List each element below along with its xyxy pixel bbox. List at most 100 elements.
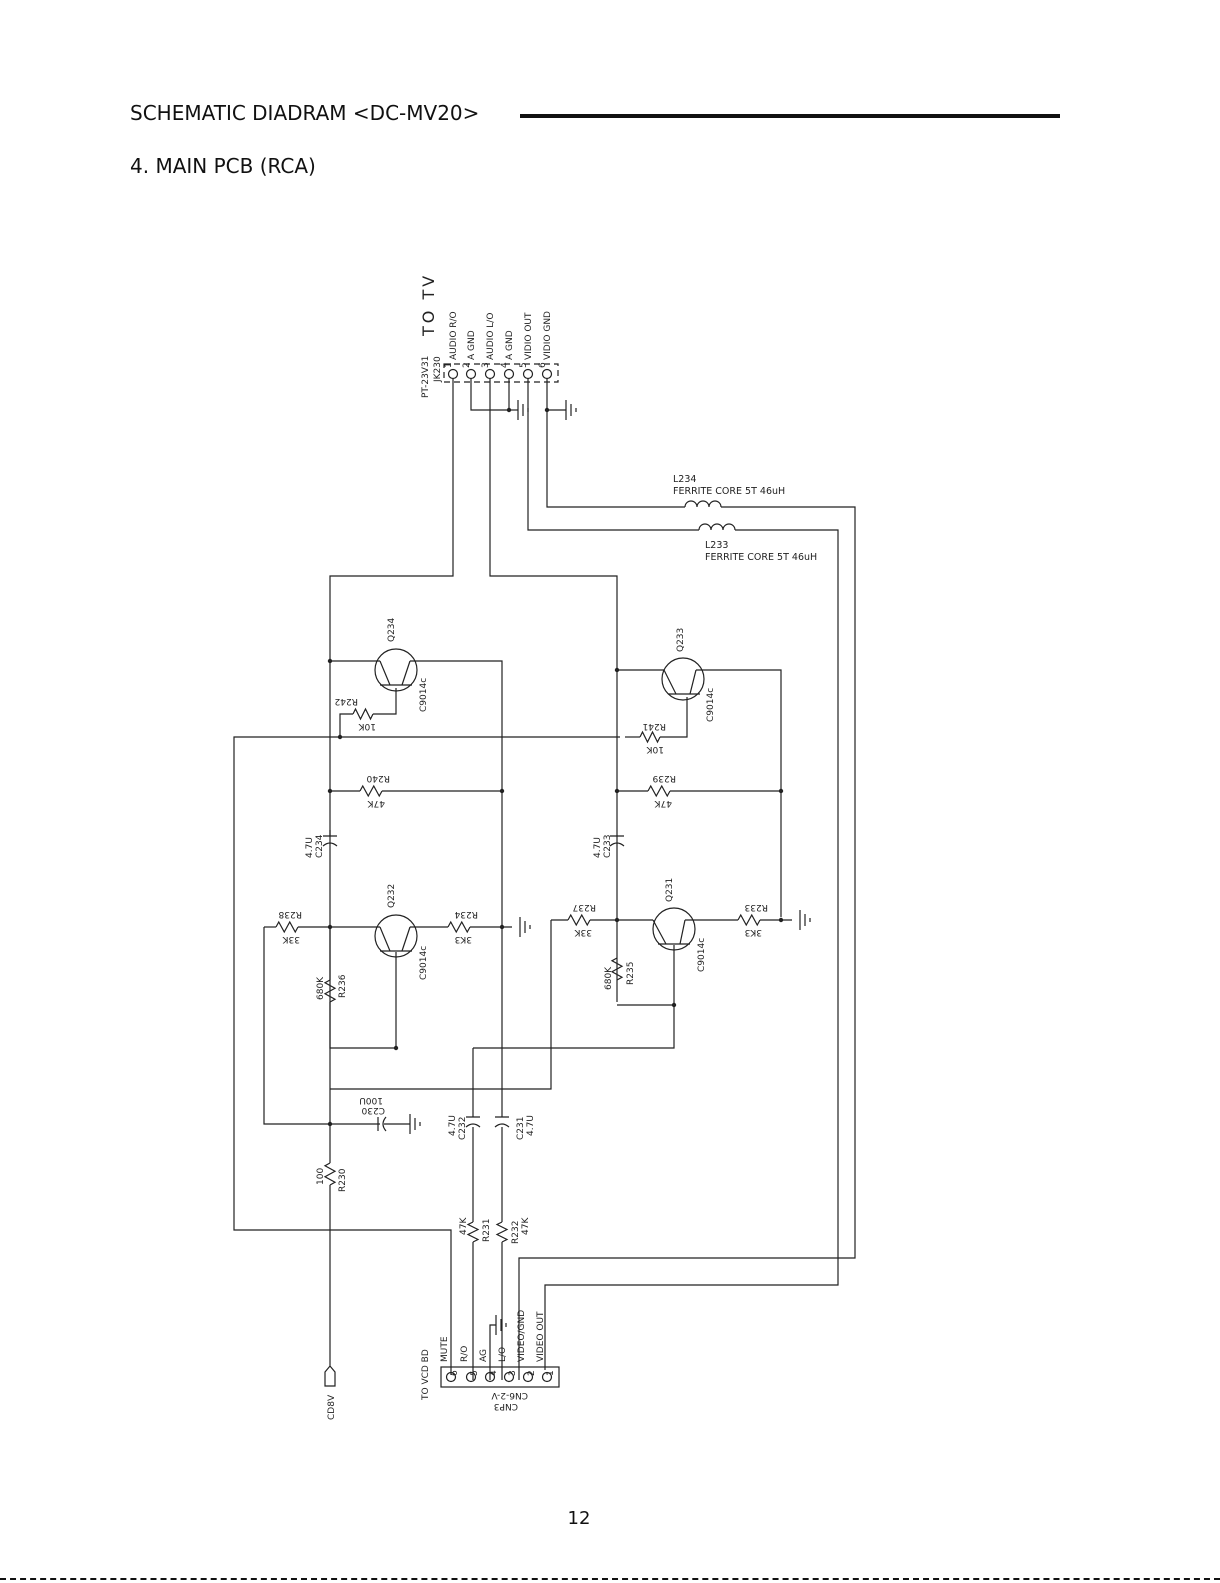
transistor-type: C9014c: [419, 946, 429, 980]
transistor-q234: Q234 C9014c: [374, 617, 429, 712]
jk230-pin-4: [503, 368, 515, 380]
cnp3-pin-1: [541, 1371, 553, 1383]
resistor-ref: R240: [366, 773, 390, 783]
capacitor-value: 4.7U: [526, 1115, 536, 1136]
jk230-pin-number: 2: [462, 362, 472, 368]
transistor-type: C9014c: [697, 938, 707, 972]
resistor-value: 33K: [282, 934, 300, 944]
jk230-pin-1: [447, 368, 459, 380]
jk230-pin-label: AUDIO R/O: [449, 311, 459, 360]
cnp3-pin-label: VIDEO OUT: [536, 1311, 546, 1362]
jk230-pin-number: 1: [444, 362, 454, 368]
resistor-r230: 100 R230: [316, 1162, 348, 1192]
jk230-connector: 1 2 3 4 5 6 AUDIO R/O A GND AUDIO L/O A …: [419, 273, 559, 398]
cnp3-pin-number: 4: [489, 1370, 499, 1376]
section-title: 4. MAIN PCB (RCA): [130, 154, 316, 178]
capacitor-ref: C234: [315, 834, 325, 858]
jk230-pin-number: 5: [519, 362, 529, 368]
resistor-value: 3K3: [745, 927, 762, 937]
schematic-title: SCHEMATIC DIADRAM <DC-MV20>: [130, 101, 480, 125]
capacitor-ref: C232: [458, 1117, 468, 1140]
inductor-ref: L234: [673, 474, 696, 485]
jk230-pin-2: [465, 368, 477, 380]
capacitor-value: 4.7U: [448, 1115, 458, 1136]
to-tv-label: TO TV: [419, 273, 438, 337]
resistor-r242: R242 10K: [335, 696, 376, 731]
resistor-value: 47K: [459, 1217, 469, 1235]
page-number: 12: [567, 1508, 591, 1529]
cnp3-pin-label: R/O: [460, 1346, 470, 1362]
resistor-r241: R241 10K: [639, 721, 666, 754]
inductor-l234: L234 FERRITE CORE 5T 46uH: [518, 410, 856, 1380]
resistor-ref: R238: [278, 909, 302, 919]
resistor-value: 47K: [521, 1217, 531, 1235]
cnp3-pin-number: 5: [470, 1370, 480, 1376]
transistor-q232: Q232 C9014c: [374, 884, 429, 980]
capacitor-c233: 4.7U C233: [593, 835, 625, 858]
jk230-pin-5: [522, 368, 534, 380]
jk230-pin-label: A GND: [467, 330, 477, 360]
resistor-value: 10K: [646, 744, 664, 754]
resistor-ref: R231: [482, 1219, 492, 1242]
cnp3-pin-4: [484, 1371, 496, 1383]
cnp3-part-number: CN6-2-V: [491, 1390, 528, 1400]
resistor-ref: R233: [745, 902, 768, 912]
resistor-r231: 47K R231: [459, 1217, 492, 1243]
resistor-value: 680K: [604, 966, 614, 990]
cnp3-pin-5: [465, 1371, 477, 1383]
transistor-ref: Q231: [665, 878, 675, 902]
resistor-r237: R237 33K: [567, 902, 596, 937]
junction-dots: [327, 658, 784, 1127]
resistor-ref: R232: [511, 1221, 521, 1244]
transistor-ref: Q232: [387, 884, 397, 908]
capacitor-value: 100U: [359, 1095, 383, 1105]
transistor-type: C9014c: [419, 678, 429, 712]
resistor-r234: R234 3K3: [447, 909, 478, 944]
cnp3-pin-label: AG: [479, 1349, 489, 1362]
cnp3-pin-6: [445, 1371, 457, 1383]
cnp3-connector: 6 5 4 3 2 1 MUTE R/O AG L/O VIDEO/GND VI…: [421, 1310, 560, 1411]
cd8v-power-terminal: CD8V: [324, 1355, 337, 1420]
ground-symbol: [495, 1314, 507, 1336]
capacitor-ref: C231: [516, 1117, 526, 1140]
resistor-r239: R239 47K: [647, 773, 676, 808]
cnp3-pin-2: [522, 1371, 534, 1383]
bottom-rule: [0, 1578, 1220, 1580]
cnp3-pin-number: 1: [546, 1370, 556, 1376]
resistor-ref: R239: [652, 773, 676, 783]
jk230-pin-label: AUDIO L/O: [486, 313, 496, 360]
resistor-value: 100: [316, 1168, 326, 1185]
capacitor-ref: C233: [603, 835, 613, 858]
cnp3-pin-number: 2: [527, 1370, 537, 1376]
inductor-value: FERRITE CORE 5T 46uH: [705, 552, 817, 563]
capacitor-value: 4.7U: [305, 837, 315, 858]
inductor-value: FERRITE CORE 5T 46uH: [673, 486, 785, 497]
capacitor-value: 4.7U: [593, 837, 603, 858]
capacitor-c230: 100U C230: [359, 1095, 387, 1132]
jk230-pin-label: A GND: [505, 330, 515, 360]
resistor-value: 33K: [574, 927, 592, 937]
header-rule: [520, 114, 1060, 118]
resistor-value: 680K: [316, 976, 326, 1000]
resistor-r233: R233 3K3: [737, 902, 768, 937]
jk230-part-number: PT-23V31: [421, 356, 431, 398]
transistor-ref: Q233: [676, 628, 686, 652]
ground-symbol: [799, 909, 811, 931]
jk230-pin-number: 4: [500, 362, 510, 368]
capacitor-c231: C231 4.7U: [494, 1115, 536, 1140]
jk230-pin-number: 3: [481, 362, 491, 368]
jk230-ref: JK230: [433, 356, 443, 383]
cnp3-pin-label: L/O: [498, 1347, 508, 1362]
jk230-pin-label: VIDIO OUT: [524, 312, 534, 360]
resistor-r235: 680K R235: [604, 957, 636, 990]
cnp3-pin-number: 6: [450, 1370, 460, 1376]
jk230-pin-number: 6: [538, 362, 548, 368]
resistor-value: 47K: [367, 798, 385, 808]
resistor-ref: R230: [338, 1168, 348, 1192]
transistor-q233: Q233 C9014c: [661, 628, 716, 722]
resistor-r232: R232 47K: [495, 1217, 531, 1244]
resistor-ref: R241: [643, 721, 666, 731]
jk230-pin-6: [541, 368, 553, 380]
resistor-value: 47K: [654, 798, 672, 808]
